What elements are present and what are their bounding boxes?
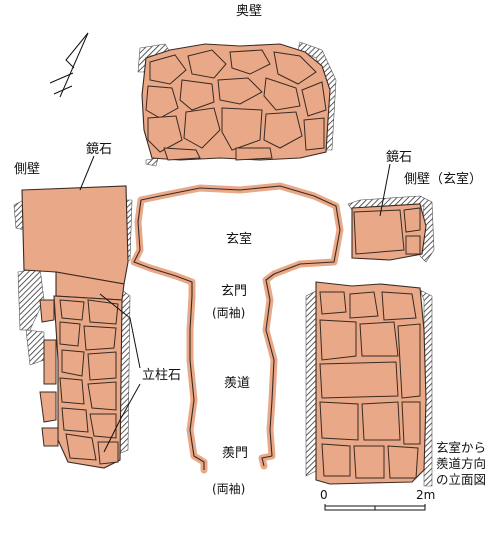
elevation-caption-line-2: 羨道方向 — [436, 456, 487, 471]
elevation-chamber-to-passage — [305, 281, 433, 487]
chamber-gate-note: (両袖) — [212, 306, 246, 320]
chamber-side-wall-elevation — [347, 195, 435, 263]
north-arrow-icon — [49, 32, 89, 98]
leader-lines — [79, 155, 391, 453]
scale-start-label: 0 — [320, 488, 328, 502]
mirror-stone-right-slab — [353, 209, 405, 255]
mirror-stone-left-slab — [21, 185, 129, 285]
side-wall-chamber-label: 側壁（玄室） — [404, 172, 483, 187]
plan-outline — [130, 182, 344, 474]
elevation-caption: 玄室から 羨道方向 の立面図 — [436, 440, 486, 488]
chamber-gate-label: 玄門 — [221, 284, 248, 299]
back-wall-stones — [145, 49, 327, 161]
passage-gate-label: 羨門 — [222, 446, 249, 461]
side-wall-left-label: 側壁 — [14, 162, 41, 177]
scale-end-label: 2m — [416, 488, 436, 502]
elevation-caption-line-1: 玄室から — [436, 440, 487, 455]
back-wall-label: 奥壁 — [236, 4, 263, 19]
left-side-wall-elevation — [13, 185, 133, 469]
left-wall-stones — [39, 299, 119, 465]
back-wall-elevation — [137, 41, 337, 167]
elevation-caption-line-3: の立面図 — [436, 472, 487, 487]
mirror-stone-left-label: 鏡石 — [86, 142, 113, 157]
passage-label: 羨道 — [224, 376, 251, 391]
pillar-stone-label: 立柱石 — [142, 368, 182, 383]
elevation-stones — [319, 291, 421, 479]
mirror-stone-right-label: 鏡石 — [386, 150, 413, 165]
passage-gate-note: (両袖) — [212, 482, 246, 496]
chamber-label: 玄室 — [226, 232, 253, 247]
scale-bar — [324, 504, 426, 511]
